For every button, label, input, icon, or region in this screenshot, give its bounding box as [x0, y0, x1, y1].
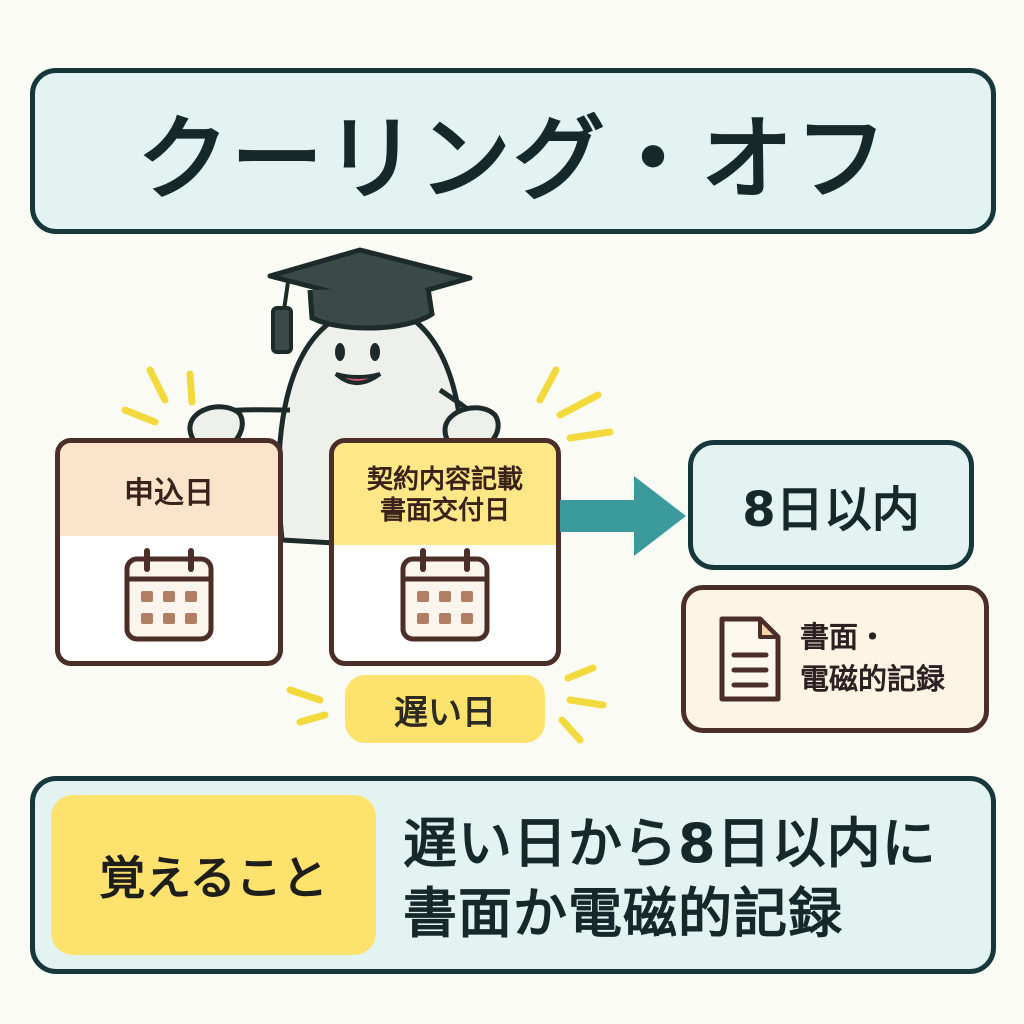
arrow-right-icon: [560, 476, 686, 556]
summary-line-2: 書面か電磁的記録: [403, 882, 843, 946]
summary-text: 遅い日から8日以内に 書面か電磁的記録: [403, 809, 937, 949]
sparkle-icon: [536, 366, 614, 442]
record-line-1: 書面・: [800, 620, 888, 654]
application-date-card: 申込日: [55, 438, 283, 666]
contract-document-date-label: 契約内容記載 書面交付日: [334, 443, 556, 545]
contract-label-line-1: 契約内容記載: [366, 464, 523, 495]
later-date-label: 遅い日: [345, 675, 545, 743]
calendar-icon: [400, 548, 490, 642]
summary-line-1: 遅い日から8日以内に: [403, 812, 937, 875]
application-date-label: 申込日: [60, 443, 278, 536]
record-line-2: 電磁的記録: [800, 662, 946, 697]
record-method-box: 書面・ 電磁的記録: [681, 585, 989, 733]
page-title: クーリング・オフ: [136, 105, 889, 213]
sparkle-icon: [558, 664, 607, 744]
sparkle-icon: [286, 686, 329, 726]
record-method-text: 書面・ 電磁的記録: [800, 616, 945, 700]
contract-label-line-2: 書面交付日: [379, 496, 510, 526]
deadline-box: 8日以内: [688, 440, 974, 570]
title-banner: クーリング・オフ: [30, 68, 996, 234]
deadline-text: 8日以内: [742, 482, 920, 538]
document-icon: [719, 616, 781, 702]
sparkle-icon: [121, 366, 196, 426]
summary-box: 覚えること 遅い日から8日以内に 書面か電磁的記録: [30, 776, 996, 974]
summary-label: 覚えること: [51, 795, 376, 955]
calendar-icon: [124, 548, 214, 642]
contract-document-date-card: 契約内容記載 書面交付日: [329, 438, 561, 666]
